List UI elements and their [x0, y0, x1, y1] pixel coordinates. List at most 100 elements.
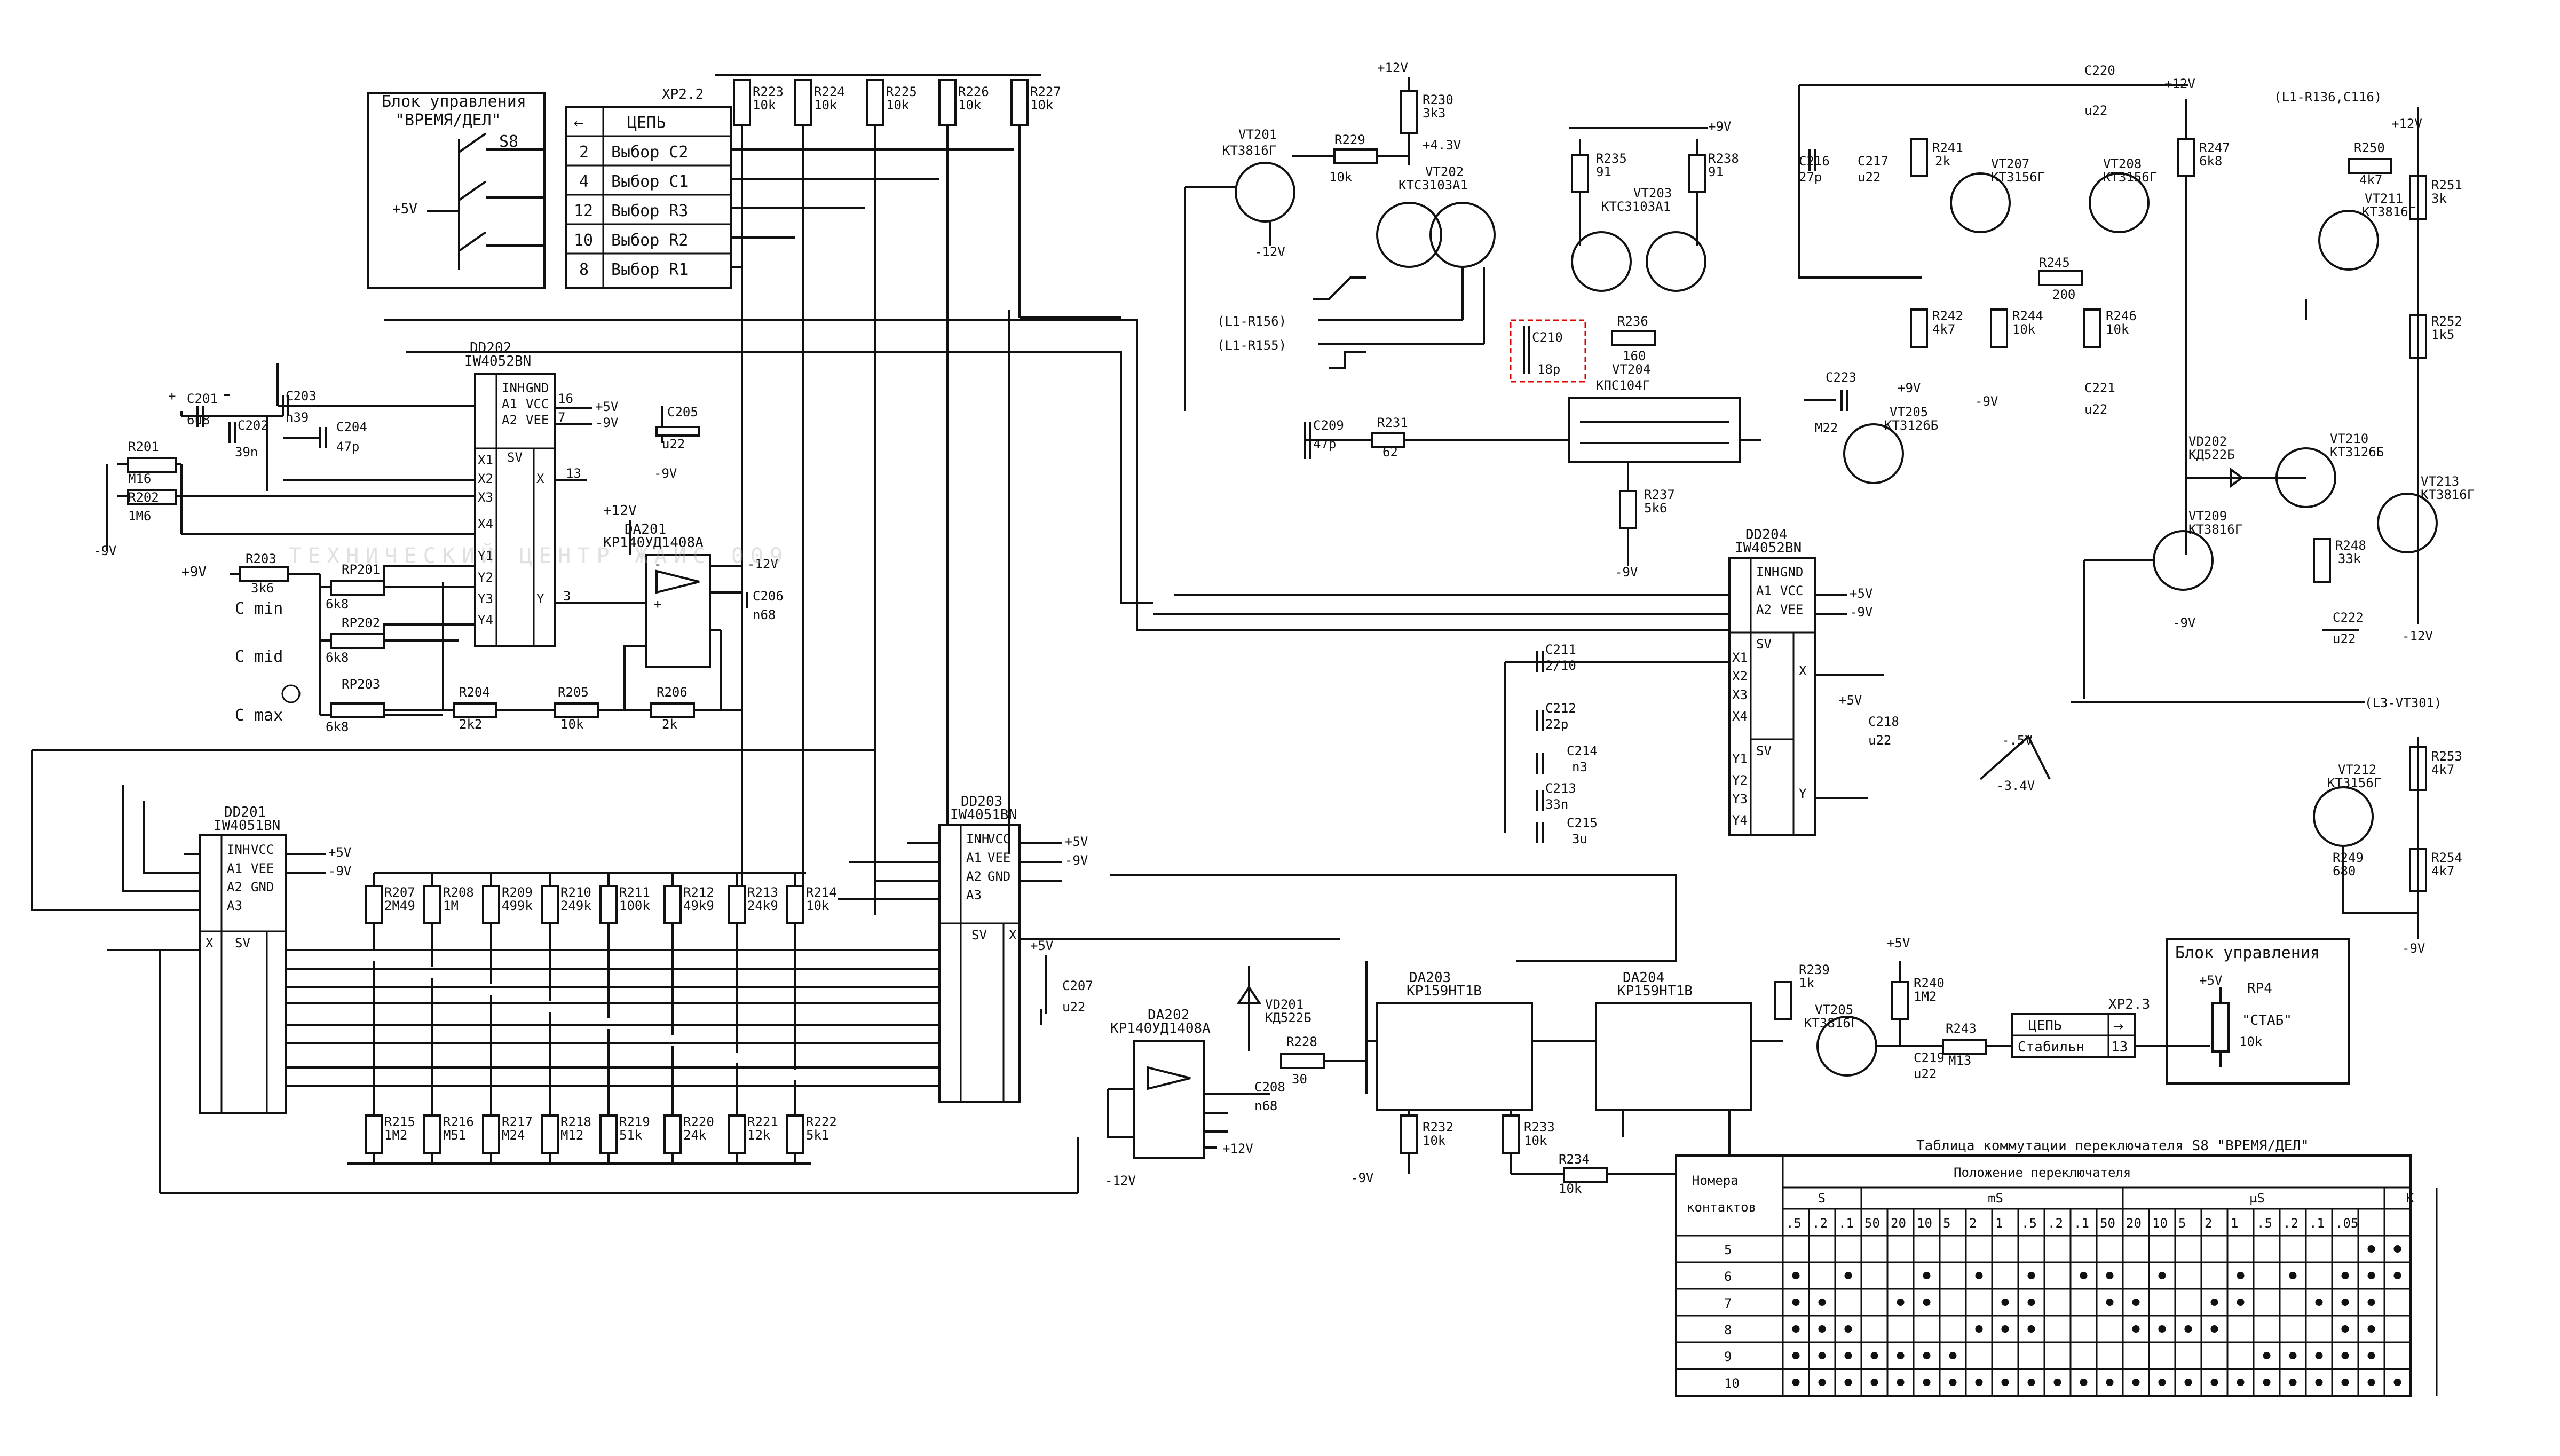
svg-text:SV: SV — [971, 928, 987, 943]
svg-text:VCC: VCC — [987, 832, 1010, 846]
resistor-value: 51k — [619, 1128, 643, 1143]
svg-text:+5V: +5V — [1839, 693, 1862, 708]
svg-text:R227: R227 — [1030, 84, 1061, 99]
svg-text:13: 13 — [566, 466, 581, 481]
svg-text:R246: R246 — [2106, 308, 2137, 323]
ladder-resistor-lower — [663, 1114, 682, 1154]
svg-text:10k: 10k — [886, 98, 910, 113]
svg-text:C210: C210 — [1532, 330, 1563, 345]
svg-text:6k8: 6k8 — [2199, 154, 2222, 169]
table-contact-dot — [1870, 1352, 1878, 1359]
svg-text:+12V: +12V — [2164, 76, 2195, 91]
resistor-value: 100k — [619, 898, 650, 913]
svg-text:10k: 10k — [1030, 98, 1054, 113]
svg-text:A3: A3 — [227, 898, 242, 913]
table-contact-dot — [2158, 1379, 2166, 1386]
resistor-ref: R220 — [683, 1114, 714, 1129]
svg-text:KT3126Б: KT3126Б — [1884, 418, 1938, 433]
svg-text:C max: C max — [235, 706, 283, 725]
resistor-ref: R214 — [806, 885, 837, 900]
svg-text:2/10: 2/10 — [1545, 658, 1576, 673]
svg-text:VCC: VCC — [251, 842, 274, 857]
svg-text:R239: R239 — [1799, 962, 1830, 977]
svg-text:Таблица коммутации переключате: Таблица коммутации переключателя S8 "ВРЕ… — [1916, 1138, 2309, 1154]
ladder-resistor-upper — [541, 885, 559, 924]
svg-text:u22: u22 — [1868, 733, 1891, 748]
table-contact-dot — [2210, 1379, 2218, 1386]
svg-text:INH: INH — [1756, 565, 1779, 580]
svg-text:n68: n68 — [1254, 1098, 1277, 1113]
table-column-label: .1 — [2309, 1216, 2325, 1231]
table-contact-dot — [2210, 1299, 2218, 1306]
svg-text:"ВРЕМЯ/ДЕЛ": "ВРЕМЯ/ДЕЛ" — [395, 111, 501, 130]
table-column-label: .5 — [2021, 1216, 2037, 1231]
svg-text:M22: M22 — [1815, 421, 1838, 436]
svg-text:6u8: 6u8 — [187, 413, 210, 428]
svg-text:8: 8 — [579, 260, 589, 279]
svg-text:-9V: -9V — [93, 543, 116, 558]
svg-text:u22: u22 — [662, 437, 685, 452]
svg-text:RP203: RP203 — [342, 677, 380, 692]
svg-text:u22: u22 — [2084, 103, 2107, 118]
svg-text:R202: R202 — [128, 490, 159, 505]
ladder-resistor-upper — [663, 885, 682, 924]
table-column-label: .5 — [1786, 1216, 1802, 1231]
svg-text:Стабильн: Стабильн — [2018, 1039, 2084, 1055]
svg-text:-: - — [654, 557, 661, 572]
svg-text:Выбор R1: Выбор R1 — [611, 260, 689, 279]
svg-text:IW4052BN: IW4052BN — [464, 353, 531, 369]
svg-text:10k: 10k — [958, 98, 982, 113]
resistor-ref: R210 — [560, 885, 591, 900]
svg-text:A1: A1 — [1756, 583, 1772, 598]
resistor-value: 5k1 — [806, 1128, 829, 1143]
resistor-value: 24k — [683, 1128, 707, 1143]
svg-text:6k8: 6k8 — [326, 650, 349, 665]
table-column-label: .2 — [2048, 1216, 2063, 1231]
svg-text:+5V: +5V — [2199, 973, 2222, 988]
table-column-label: 10 — [2152, 1216, 2168, 1231]
resistor-value: 1M — [443, 898, 459, 913]
svg-text:VEE: VEE — [1780, 602, 1803, 617]
svg-text:2k: 2k — [662, 717, 677, 732]
svg-text:13: 13 — [2111, 1039, 2128, 1055]
svg-text:-9V: -9V — [1975, 394, 1998, 409]
svg-text:R245: R245 — [2039, 255, 2070, 270]
svg-text:A2: A2 — [966, 869, 982, 884]
svg-text:A2: A2 — [227, 880, 242, 895]
table-contact-dot — [1792, 1299, 1800, 1306]
svg-text:VCC: VCC — [1780, 583, 1803, 598]
svg-text:u22: u22 — [1858, 170, 1881, 185]
table-row-number: 5 — [1724, 1243, 1732, 1257]
control-block-stab: Блок управления +5V RP4 "СТАБ" 10k — [2135, 938, 2350, 1085]
table-contact-dot — [2027, 1299, 2035, 1306]
ladder-resistor-upper — [786, 885, 804, 924]
svg-text:R244: R244 — [2012, 308, 2043, 323]
svg-text:C223: C223 — [1826, 370, 1856, 385]
table-column-label: .5 — [2257, 1216, 2272, 1231]
resistor-value: 10k — [806, 898, 829, 913]
table-contact-dot — [2315, 1299, 2323, 1306]
table-contact-dot — [1870, 1379, 1878, 1386]
table-contact-dot — [1975, 1325, 1983, 1333]
svg-text:C216: C216 — [1799, 154, 1830, 169]
svg-text:R204: R204 — [459, 685, 490, 700]
table-row-number: 10 — [1724, 1376, 1740, 1391]
svg-text:DA202: DA202 — [1148, 1007, 1189, 1023]
table-contact-dot — [1975, 1379, 1983, 1386]
table-contact-dot — [2367, 1245, 2375, 1253]
table-contact-dot — [2053, 1379, 2061, 1386]
svg-text:3k3: 3k3 — [1423, 106, 1445, 121]
svg-text:4k7: 4k7 — [2431, 762, 2454, 777]
svg-text:ТЕХНИЧЕСКИЙ ЦЕНТР ЖАИС 009: ТЕХНИЧЕСКИЙ ЦЕНТР ЖАИС 009 — [288, 543, 789, 568]
table-contact-dot — [1923, 1352, 1931, 1359]
svg-text:S8: S8 — [499, 132, 518, 151]
svg-text:10k: 10k — [560, 717, 584, 732]
svg-text:Y3: Y3 — [1732, 792, 1748, 806]
resistor-value: 499k — [502, 898, 533, 913]
control-block-time: Блок управления "ВРЕМЯ/ДЕЛ" S8 +5V — [367, 92, 546, 289]
table-group-label: µS — [2249, 1191, 2265, 1206]
table-row-number: 9 — [1724, 1349, 1732, 1364]
table-column-label: .1 — [2074, 1216, 2089, 1231]
table-contact-dot — [2132, 1299, 2140, 1306]
